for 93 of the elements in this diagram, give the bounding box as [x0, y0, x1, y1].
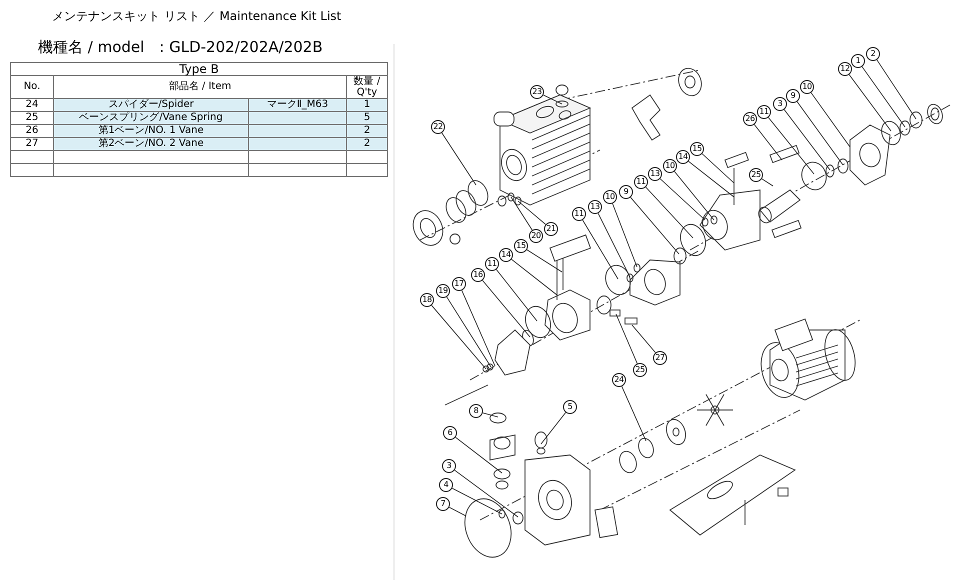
leader-line — [582, 220, 618, 280]
callout-number: 23 — [530, 85, 544, 99]
leader-line — [616, 314, 638, 364]
leader-line — [621, 386, 646, 442]
callout-number: 5 — [563, 400, 577, 414]
callout-number: 11 — [485, 257, 499, 271]
callout-number: 11 — [757, 105, 771, 119]
callout-number: 15 — [514, 239, 528, 253]
callout-number: 18 — [420, 293, 434, 307]
table-cell: マークⅡ_M63 — [248, 98, 346, 112]
callout-number: 9 — [786, 89, 800, 103]
leader-line — [761, 178, 774, 186]
leader-line — [452, 488, 502, 514]
leader-line — [632, 324, 656, 354]
table-cell: 第2ベーン/NO. 2 Vane — [54, 138, 248, 150]
callout-number: 15 — [690, 142, 704, 156]
leader-line — [454, 470, 518, 518]
leader-line — [510, 196, 533, 230]
callout-number: 21 — [544, 222, 558, 236]
leader-line — [496, 269, 538, 322]
callout-number: 20 — [529, 229, 543, 243]
callout-number: 2 — [866, 47, 880, 61]
table-cell: 25 — [10, 112, 54, 124]
callout-number: 19 — [436, 284, 450, 298]
leader-line — [645, 186, 694, 238]
leader-line — [784, 109, 830, 170]
page-title: メンテナンスキット リスト ／ Maintenance Kit List — [52, 8, 342, 25]
callout-number: 11 — [572, 207, 586, 221]
leader-line — [848, 74, 892, 132]
leader-line — [674, 171, 714, 220]
callout-number: 26 — [743, 112, 757, 126]
callout-number: 6 — [443, 426, 457, 440]
callout-number: 14 — [499, 248, 513, 262]
callout-number: 7 — [436, 497, 450, 511]
table-cell: 5 — [346, 112, 388, 124]
leader-line — [702, 153, 734, 184]
leader-line — [688, 160, 734, 198]
callout-number: 1 — [851, 54, 865, 68]
callout-number: 14 — [676, 150, 690, 164]
callout-number: 25 — [633, 363, 647, 377]
callout-number: 27 — [653, 351, 667, 365]
callout-number: 8 — [469, 404, 483, 418]
callout-number: 10 — [663, 159, 677, 173]
leader-line — [431, 304, 486, 370]
table-cell: 24 — [10, 98, 54, 112]
callout-number: 10 — [800, 80, 814, 94]
leader-line — [448, 506, 466, 516]
table-cell: 2 — [346, 138, 388, 150]
leader-line — [518, 200, 546, 225]
table-cell: 第1ベーン/NO. 1 Vane — [54, 124, 248, 138]
callout-number: 11 — [634, 175, 648, 189]
leader-line — [768, 117, 814, 174]
leader-line — [630, 196, 680, 254]
leader-line — [446, 296, 492, 368]
leader-line — [540, 412, 566, 444]
callout-number: 25 — [749, 168, 763, 182]
table-cell: 27 — [10, 138, 54, 150]
leader-line — [441, 132, 476, 186]
leader-line — [526, 249, 562, 272]
leader-line — [542, 94, 562, 104]
callout-number: 12 — [838, 62, 852, 76]
leader-line — [461, 290, 496, 366]
table-cell: スパイダー/Spider — [54, 98, 248, 112]
leader-line — [482, 412, 498, 418]
callout-number: 16 — [471, 268, 485, 282]
callout-number: 17 — [452, 277, 466, 291]
model-name: 機種名 / model : GLD-202/202A/202B — [38, 38, 323, 57]
callout-number: 3 — [773, 97, 787, 111]
callout-number: 9 — [619, 185, 633, 199]
table-cell: 1 — [346, 98, 388, 112]
leader-line — [754, 124, 782, 160]
leader-line — [598, 212, 630, 278]
leader-line — [511, 258, 558, 296]
callout-number: 10 — [603, 190, 617, 204]
leader-line — [862, 66, 906, 128]
leader-line — [612, 203, 638, 268]
leader-line — [660, 178, 706, 220]
callout-number: 13 — [588, 200, 602, 214]
leader-line — [876, 59, 916, 120]
leader-line — [810, 92, 850, 148]
table-cell: ベーンスプリング/Vane Spring — [54, 112, 248, 124]
leader-line — [796, 101, 844, 166]
leader-line — [455, 436, 502, 474]
callout-number: 13 — [648, 167, 662, 181]
leader-line — [482, 280, 530, 338]
table-heading: Type B — [10, 62, 388, 76]
callout-number: 24 — [612, 373, 626, 387]
table-cell: 26 — [10, 124, 54, 138]
table-cell: 2 — [346, 124, 388, 138]
callout-number: 22 — [431, 120, 445, 134]
column-header: No. — [10, 76, 54, 98]
callout-number: 4 — [439, 478, 453, 492]
callout-number: 3 — [442, 459, 456, 473]
